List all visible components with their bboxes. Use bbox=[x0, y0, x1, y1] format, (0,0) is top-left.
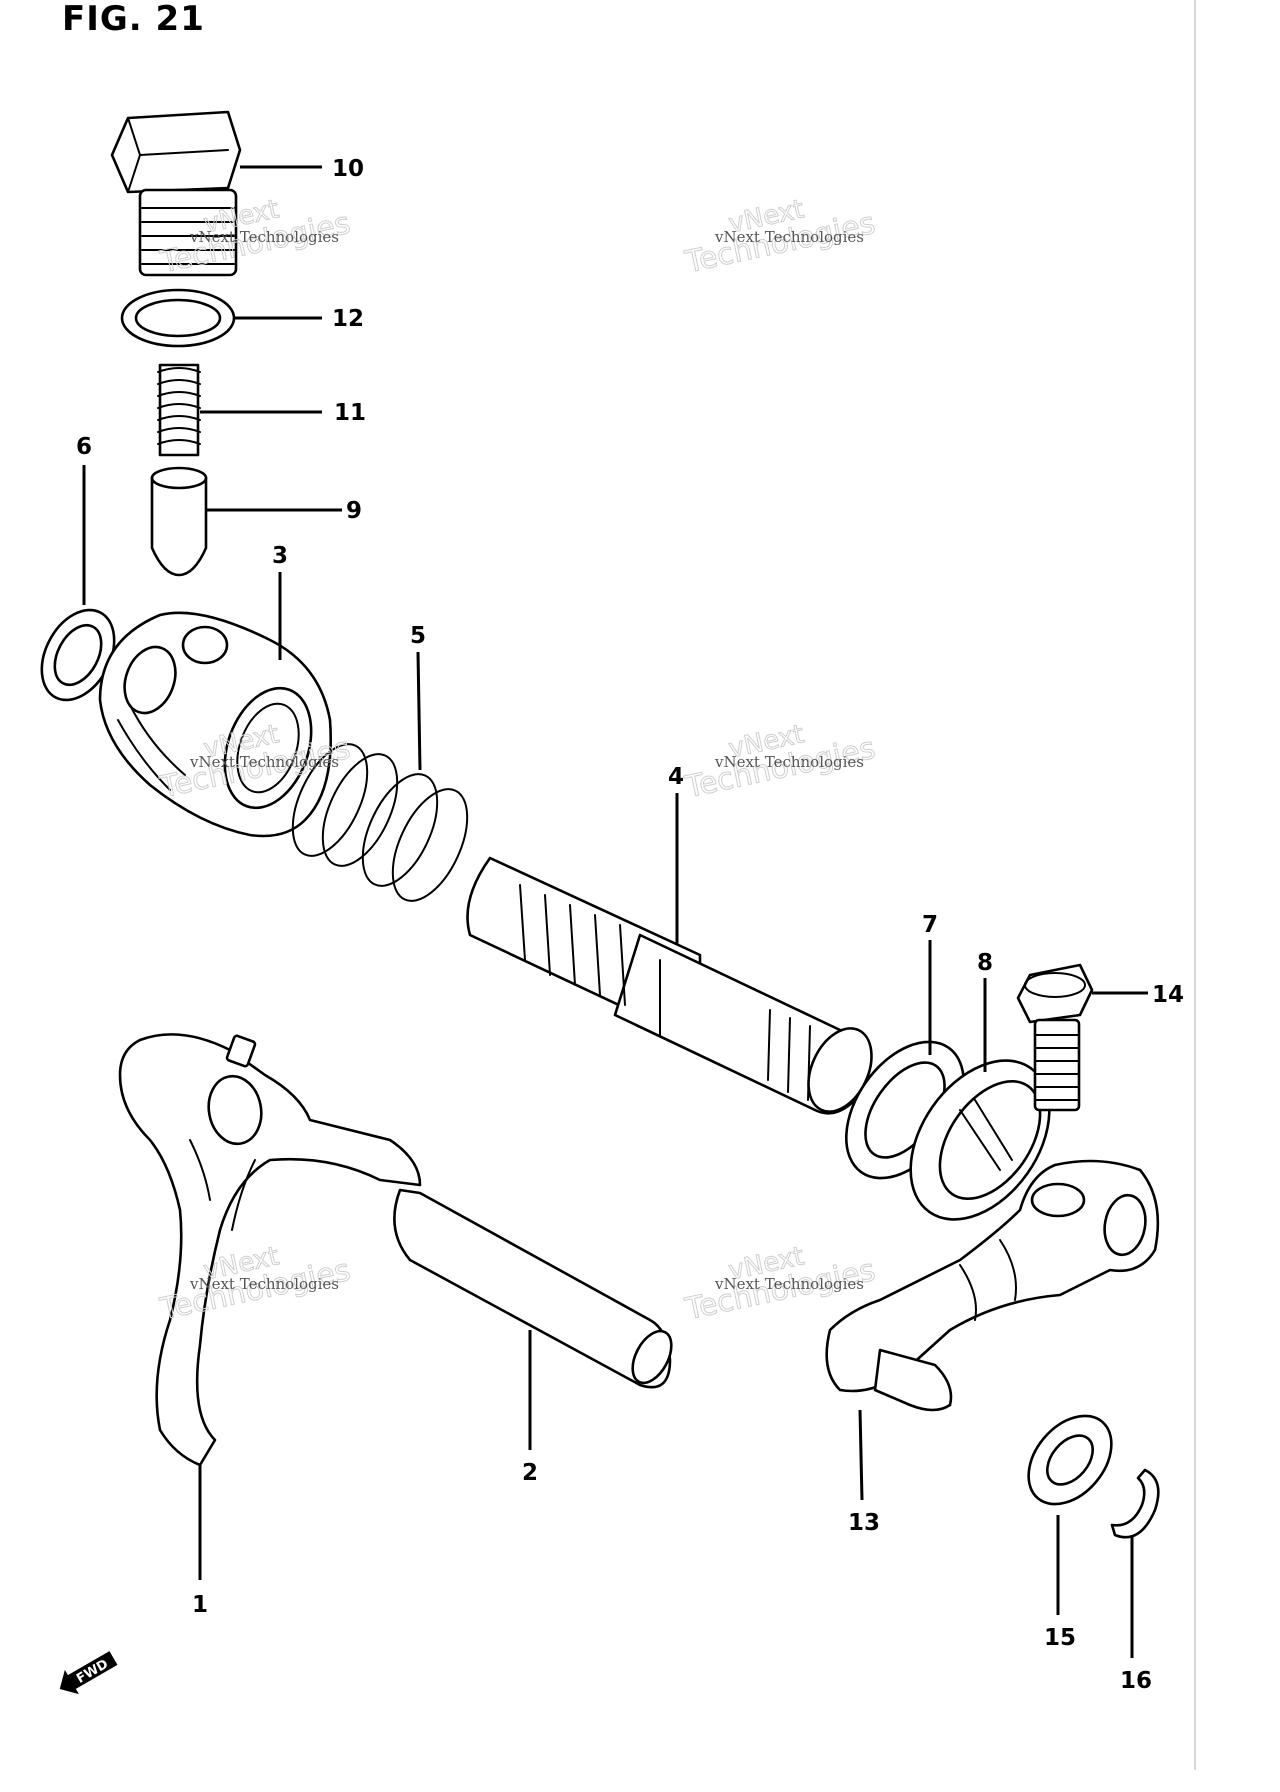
callout-16: 16 bbox=[1120, 1668, 1152, 1694]
part-6-washer[interactable] bbox=[27, 598, 129, 713]
part-1-shift-fork[interactable] bbox=[118, 1033, 422, 1467]
watermark-top-right: vNext Technologies vNext Technologies bbox=[681, 194, 879, 281]
page-edge-line bbox=[1194, 0, 1196, 1770]
part-10-bolt[interactable] bbox=[110, 110, 242, 277]
svg-text:vNext Technologies: vNext Technologies bbox=[189, 228, 339, 246]
part-15-washer[interactable] bbox=[1012, 1400, 1128, 1520]
svg-text:vNext Technologies: vNext Technologies bbox=[189, 1275, 339, 1293]
figure-title: FIG. 21 bbox=[62, 0, 205, 39]
part-16-circlip[interactable] bbox=[1110, 1468, 1160, 1539]
callout-9: 9 bbox=[346, 498, 362, 524]
callout-numbers: 10 12 11 9 6 3 5 4 7 8 14 1 2 13 15 16 bbox=[76, 156, 1184, 1694]
watermark-bottom-right: vNext Technologies vNext Technologies bbox=[681, 1241, 879, 1328]
part-8-bushing[interactable] bbox=[882, 1035, 1078, 1246]
callout-7: 7 bbox=[922, 912, 938, 938]
callout-14: 14 bbox=[1152, 982, 1184, 1008]
callout-13: 13 bbox=[848, 1510, 880, 1536]
callout-11: 11 bbox=[334, 400, 366, 426]
callout-5: 5 bbox=[410, 623, 426, 649]
part-2-shaft[interactable] bbox=[393, 1188, 679, 1389]
callout-12: 12 bbox=[332, 306, 364, 332]
svg-text:vNext Technologies: vNext Technologies bbox=[714, 228, 864, 246]
forward-direction-arrow: FWD bbox=[59, 1651, 118, 1695]
svg-text:vNext Technologies: vNext Technologies bbox=[189, 753, 339, 771]
callout-10: 10 bbox=[332, 156, 364, 182]
callout-3: 3 bbox=[272, 543, 288, 569]
leader-lines bbox=[82, 165, 1148, 1658]
part-11-spring[interactable] bbox=[157, 363, 201, 457]
callout-8: 8 bbox=[977, 950, 993, 976]
part-9-plunger[interactable] bbox=[150, 466, 208, 577]
callout-4: 4 bbox=[668, 764, 684, 790]
callout-15: 15 bbox=[1044, 1625, 1076, 1651]
part-3-cam-drum[interactable] bbox=[98, 611, 332, 838]
callout-2: 2 bbox=[522, 1460, 538, 1486]
part-5-coil-spring[interactable] bbox=[277, 733, 482, 912]
watermark-mid-right: vNext Technologies vNext Technologies bbox=[681, 719, 879, 806]
part-14-bolt[interactable] bbox=[1016, 963, 1094, 1112]
callout-1: 1 bbox=[192, 1592, 208, 1618]
svg-text:vNext Technologies: vNext Technologies bbox=[714, 1275, 864, 1293]
part-12-washer[interactable] bbox=[120, 288, 236, 348]
part-13-shift-arm[interactable] bbox=[825, 1159, 1160, 1412]
svg-text:vNext Technologies: vNext Technologies bbox=[714, 753, 864, 771]
callout-6: 6 bbox=[76, 434, 92, 460]
